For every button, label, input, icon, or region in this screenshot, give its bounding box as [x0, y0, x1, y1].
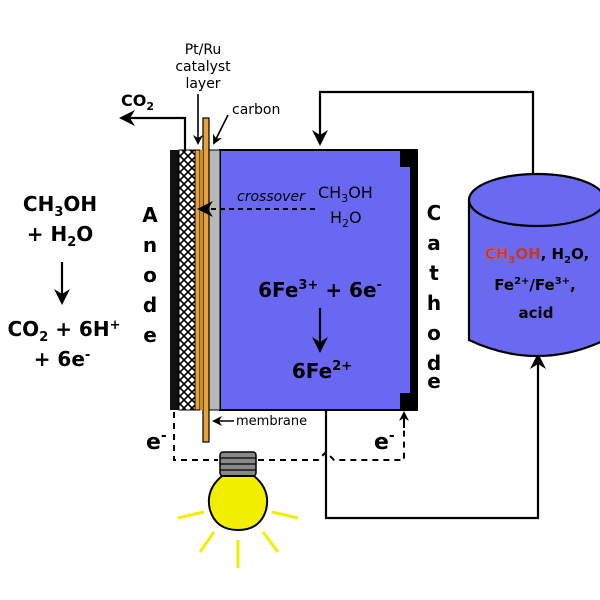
catalyst-label-line3: layer	[185, 76, 220, 92]
anode-mesh-layer	[178, 149, 196, 411]
cathode-label: C a t h o d e	[427, 201, 442, 393]
crossover-species: CH3OH H2O	[318, 183, 373, 230]
membrane-label: membrane	[236, 414, 307, 429]
svg-text:+ 6e-: + 6e-	[34, 347, 91, 371]
fuel-supply-line	[324, 353, 546, 520]
svg-text:6Fe2+: 6Fe2+	[292, 359, 352, 383]
electron-label-left: e-	[146, 428, 167, 455]
svg-text:A: A	[142, 203, 158, 227]
svg-text:t: t	[429, 261, 439, 285]
light-bulb-icon	[177, 451, 299, 568]
svg-text:CH3OH: CH3OH	[23, 192, 97, 220]
svg-text:a: a	[427, 231, 441, 255]
tank-contents: CH3OH, H2O, Fe2+/Fe3+, acid	[485, 245, 590, 322]
svg-text:d: d	[427, 351, 441, 375]
fuel-return-line	[312, 90, 535, 215]
svg-text:o: o	[427, 321, 441, 345]
svg-text:h: h	[427, 291, 441, 315]
electrolyte-chamber	[219, 149, 418, 411]
electron-label-right: e-	[374, 428, 395, 455]
electron-circuit	[173, 412, 405, 461]
anode-collector	[170, 150, 179, 410]
svg-text:acid: acid	[519, 304, 554, 322]
svg-text:d: d	[143, 293, 157, 317]
svg-text:e: e	[143, 323, 157, 347]
fuel-tank	[467, 172, 600, 358]
svg-text:o: o	[143, 263, 157, 287]
svg-text:CH3OH: CH3OH	[318, 183, 373, 205]
anode-label: A n o d e	[142, 203, 158, 347]
svg-text:C: C	[427, 201, 442, 225]
anode-reaction: CH3OH + H2O CO2 + 6H+ + 6e-	[8, 192, 121, 371]
co2-label: CO2	[121, 91, 154, 113]
svg-text:n: n	[143, 233, 157, 257]
catalyst-layer	[194, 149, 201, 411]
catalyst-label-line1: Pt/Ru	[185, 42, 222, 58]
carbon-label: carbon	[232, 102, 280, 118]
catalyst-strip	[200, 150, 203, 410]
svg-text:H2O: H2O	[330, 208, 362, 230]
cathode-reaction: 6Fe3+ + 6e- 6Fe2+	[258, 278, 382, 383]
svg-text:CO2 + 6H+: CO2 + 6H+	[8, 317, 121, 345]
co2-exhaust-arrow	[119, 110, 187, 150]
svg-text:6Fe3+ + 6e-: 6Fe3+ + 6e-	[258, 278, 382, 302]
svg-text:e: e	[427, 369, 441, 393]
svg-text:Fe2+/Fe3+,: Fe2+/Fe3+,	[494, 276, 576, 294]
svg-text:CH3OH, H2O,: CH3OH, H2O,	[485, 245, 589, 266]
catalyst-label-line2: catalyst	[175, 59, 231, 75]
crossover-label: crossover	[237, 189, 306, 205]
svg-text:+ H2O: + H2O	[27, 222, 94, 250]
carbon-rod	[202, 117, 210, 443]
membrane-layer	[208, 149, 221, 411]
